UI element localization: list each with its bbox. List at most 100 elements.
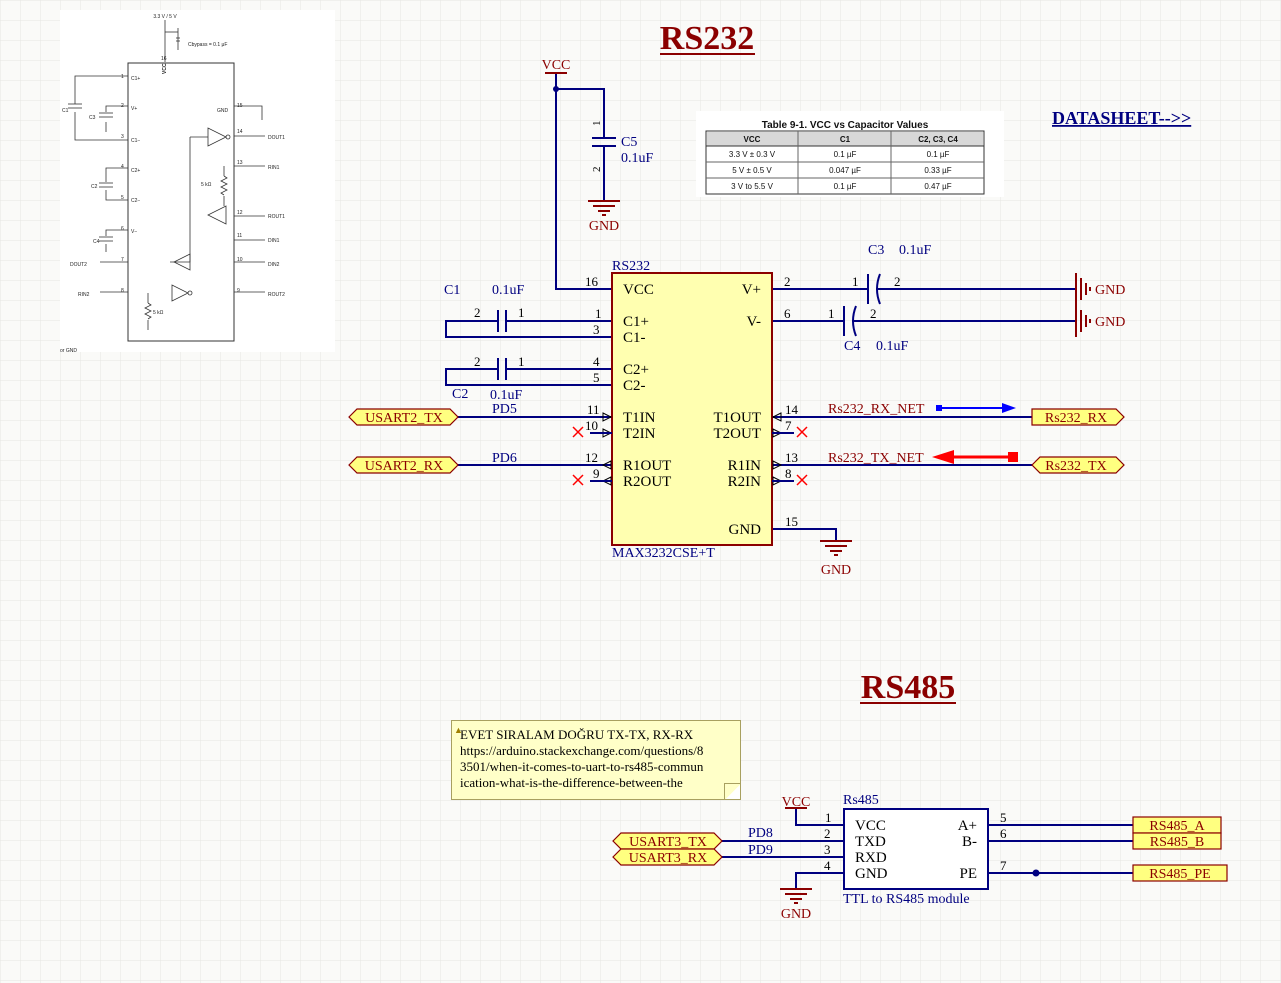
c4-designator: C4 [844,339,860,354]
datasheet-link[interactable]: DATASHEET-->> [1052,108,1191,128]
ref-vcc: VCC [162,63,168,74]
net-label-rs232-tx: Rs232_TX_NET [828,451,924,466]
ref-footer: or GND [60,348,77,354]
port-usart2-tx[interactable]: USART2_TX [348,408,459,426]
pin-name: T2IN [623,426,656,442]
table-header: VCC [744,135,761,144]
ref-cap: C4 [93,239,100,245]
capacitor-c1[interactable]: C1 0.1uF 2 1 [444,283,525,332]
blue-direction-arrow [936,403,1016,413]
ref-pin-name: GND [217,108,229,114]
gnd-label: GND [589,219,619,234]
pin-name: GND [729,522,762,538]
port-rs232-tx[interactable]: Rs232_TX [1031,456,1125,474]
port-rs485-a[interactable]: RS485_A [1132,816,1222,834]
capacitor-c5[interactable]: 1 2 C5 0.1uF [591,120,654,172]
gnd-symbol-rs485 [780,888,812,904]
table-cell: 0.47 µF [924,182,951,191]
port-usart3-rx[interactable]: USART3_RX [612,848,723,866]
gnd-label: GND [781,907,811,922]
capacitor-c2[interactable]: C2 0.1uF 2 1 [452,354,525,403]
net-label-pd9: PD9 [748,843,773,858]
pin-number: 5 [593,370,600,385]
rs485-module-component[interactable]: Rs485 TTL to RS485 module VCC TXD RXD GN… [824,793,1007,907]
max3232-component[interactable]: RS232 MAX3232CSE+T VCC C1+ C1- C2+ C2- T… [572,259,808,561]
capacitor-c3[interactable]: C3 0.1uF 1 2 [852,243,932,305]
pin-number: 2 [591,167,603,173]
ref-pin-num: 11 [237,233,242,239]
ref-cbypass: Cbypass = 0.1 μF [188,42,227,48]
port-rs485-b[interactable]: RS485_B [1132,832,1222,850]
port-label: USART2_TX [365,411,443,426]
table-header: C2, C3, C4 [918,135,958,144]
c2-value: 0.1uF [490,388,523,403]
ref-pin-num: 16 [161,56,167,62]
port-label: RS485_A [1149,819,1205,834]
gnd-label: GND [1095,315,1125,330]
pin-number: 2 [824,826,831,841]
pin-number: 10 [585,418,598,433]
pin-name: A+ [958,818,977,834]
gnd-symbol-c5 [588,200,620,216]
ref-pin-name: V+ [131,106,137,112]
ref-pin-num: 4 [121,164,124,170]
pin-number: 7 [785,418,792,433]
port-rs232-rx[interactable]: Rs232_RX [1031,408,1125,426]
c2-designator: C2 [452,387,468,402]
pin-number: 2 [870,306,877,321]
port-label: USART3_RX [629,851,708,866]
rs485-part: TTL to RS485 module [843,892,970,907]
pin-number: 14 [785,402,799,417]
ref-pin-num: 8 [121,288,124,294]
pin-name: C2+ [623,362,649,378]
c1-designator: C1 [444,283,460,298]
port-usart3-tx[interactable]: USART3_TX [612,832,723,850]
pin-number: 12 [585,450,598,465]
note-line: ication-what-is-the-difference-between-t… [460,775,683,790]
pin-number: 1 [852,274,859,289]
ref-pin-name: C2+ [131,168,140,174]
pin-number: 7 [1000,858,1007,873]
table-cell: 0.047 µF [829,166,861,175]
pin-name: B- [962,834,977,850]
pin-name: R2OUT [623,474,671,490]
ref-pin-num: 10 [237,257,243,263]
ref-signal: DIN1 [268,238,280,244]
port-label: Rs232_RX [1045,411,1107,426]
pin-number: 11 [587,402,600,417]
port-label: USART2_RX [365,459,444,474]
table-cell: 3 V to 5.5 V [731,182,773,191]
red-direction-arrow [932,450,1018,464]
gnd-symbol-c3 [1075,273,1091,305]
port-label: Rs232_TX [1045,459,1106,474]
ref-cap: C2 [91,184,98,190]
pin-number: 1 [825,810,832,825]
ref-pin-num: 6 [121,226,124,232]
vcc-label: VCC [782,795,811,810]
junction-dot [1032,869,1040,877]
table-cell: 3.3 V ± 0.3 V [729,150,776,159]
sticky-note[interactable]: ▲ EVET SIRALAM DOĞRU TX-TX, RX-RX https:… [451,720,741,800]
pin-name: VCC [623,282,654,298]
vcc-symbol-rs485: VCC [782,795,811,810]
ref-supply: 3.3 V / 5 V [153,14,177,20]
rs232-title: RS232 [660,20,754,57]
pin-number: 8 [785,466,792,481]
port-usart2-rx[interactable]: USART2_RX [348,456,459,474]
ref-pin-num: 1 [121,74,124,80]
capacitor-c4[interactable]: C4 0.1uF 1 2 [828,305,909,354]
pin-name: C1- [623,330,646,346]
rs232-designator: RS232 [612,259,650,274]
pin-name: VCC [855,818,886,834]
ref-pin-num: 7 [121,257,124,263]
ref-resistor: 5 kΩ [201,182,212,188]
port-rs485-pe[interactable]: RS485_PE [1132,864,1228,882]
table-cell: 0.1 µF [834,182,857,191]
table-cell: 0.1 µF [927,150,950,159]
rs232-part: MAX3232CSE+T [612,546,715,561]
c4-value: 0.1uF [876,339,909,354]
ref-signal: ROUT1 [268,214,285,220]
pin-name: T1IN [623,410,656,426]
pin-number: 3 [593,322,600,337]
